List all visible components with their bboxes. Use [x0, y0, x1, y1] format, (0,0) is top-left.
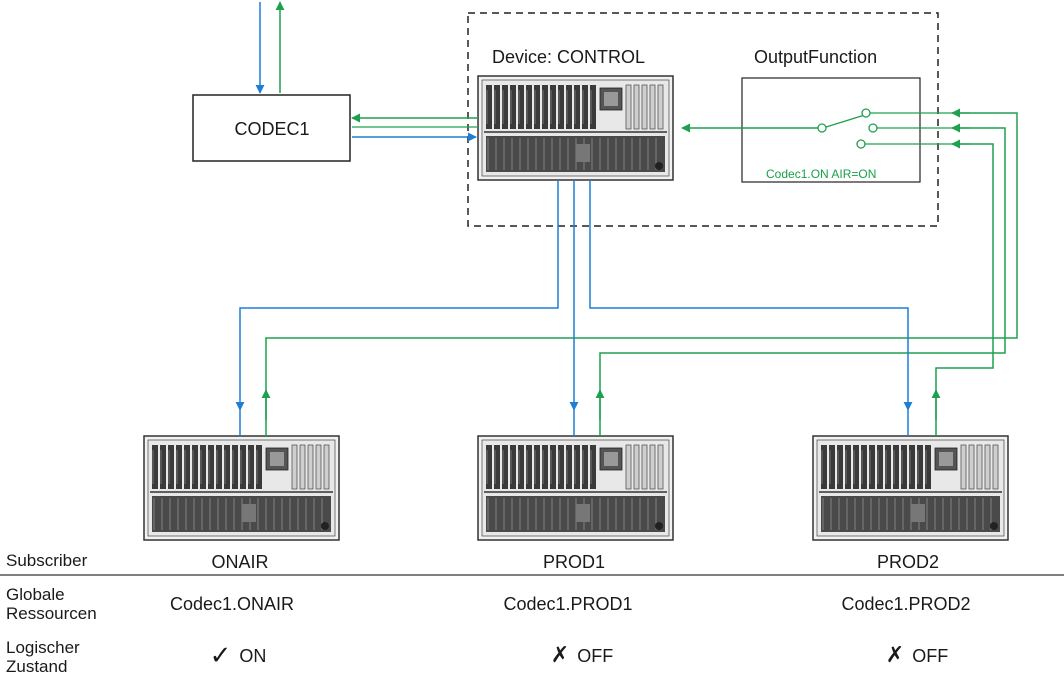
- row-label-global-resources: Globale Ressourcen: [6, 585, 97, 623]
- resource-onair: Codec1.ONAIR: [169, 594, 295, 614]
- codec1-box: [192, 94, 351, 162]
- state-onair: ✓ ON: [210, 643, 267, 669]
- control-to-onair-feed: [235, 180, 559, 411]
- output-function-status: Codec1.ON AIR=ON: [766, 167, 877, 181]
- control-device-label: Device: CONTROL: [492, 47, 646, 67]
- output-function-box: [741, 77, 921, 183]
- control-rack: [477, 75, 674, 181]
- state-prod1: ✗ OFF: [551, 643, 613, 669]
- control-to-prod2-feed: [589, 180, 913, 411]
- row-label-subscriber: Subscriber: [6, 551, 88, 570]
- switch-contact-onair: [861, 108, 871, 118]
- switch-contact-prod2: [856, 139, 866, 149]
- subscriber-name-prod1: PROD1: [542, 552, 606, 572]
- check-icon: ✓: [209, 641, 232, 671]
- prod1-rack: [477, 435, 674, 541]
- codec1-label: CODEC1: [234, 119, 310, 139]
- state-onair-text: ON: [239, 646, 267, 666]
- subscriber-name-prod2: PROD2: [876, 552, 940, 572]
- output-function-label: OutputFunction: [754, 47, 878, 67]
- switch-common-contact: [817, 123, 827, 133]
- state-prod2-text: OFF: [912, 646, 949, 666]
- row-label-logical-state: Logischer Zustand: [6, 638, 80, 676]
- onair-return-path: [265, 108, 1018, 436]
- prod1-return-path: [599, 123, 1006, 436]
- prod2-rack: [812, 435, 1009, 541]
- prod2-return-path: [935, 139, 994, 436]
- subscriber-name-onair: ONAIR: [211, 552, 269, 572]
- cross-icon: ✗: [550, 643, 570, 668]
- resource-prod1: Codec1.PROD1: [503, 594, 633, 614]
- onair-rack: [143, 435, 340, 541]
- switch-lever: [825, 113, 869, 128]
- control-device-boundary: [467, 12, 939, 227]
- resource-prod2: Codec1.PROD2: [841, 594, 971, 614]
- state-prod1-text: OFF: [577, 646, 614, 666]
- cross-icon: ✗: [885, 643, 905, 668]
- switch-contact-prod1: [868, 123, 878, 133]
- state-prod2: ✗ OFF: [886, 643, 948, 669]
